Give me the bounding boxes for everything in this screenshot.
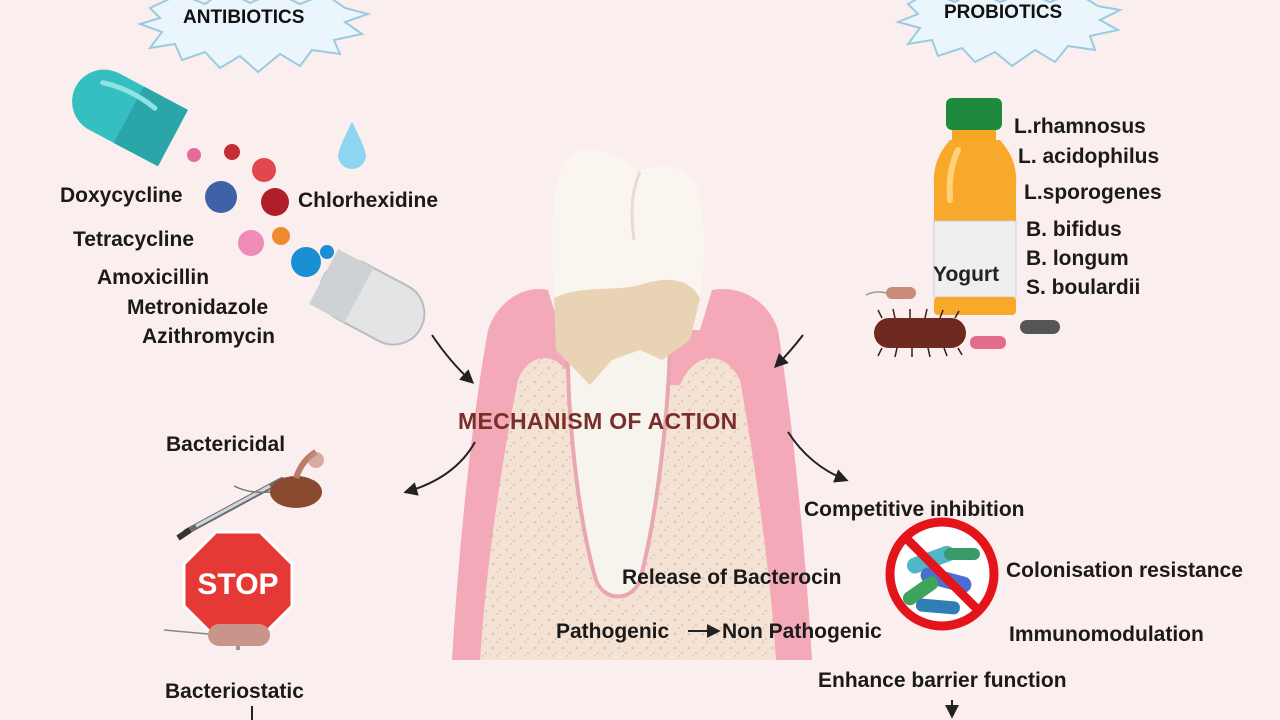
drug-label: Chlorhexidine xyxy=(298,189,439,212)
probiotics-burst xyxy=(894,0,1124,68)
drug-pellets xyxy=(187,144,334,277)
capsule-grey xyxy=(309,249,426,346)
strain-label: S. boulardii xyxy=(1026,276,1141,299)
barrier-function-label: Enhance barrier function xyxy=(818,669,1067,692)
stop-sign-icon xyxy=(163,530,294,650)
bottle-label: Yogurt xyxy=(933,263,1000,286)
syringe-icon xyxy=(176,477,285,541)
bactericidal-bacterium xyxy=(233,449,324,508)
arrow-to-bactericidal xyxy=(403,441,476,496)
drug-label: Amoxicillin xyxy=(97,266,210,289)
drug-label: Metronidazole xyxy=(127,296,269,319)
stop-text: STOP xyxy=(197,568,279,601)
pathogenic-label: Pathogenic xyxy=(556,620,670,643)
strain-label: L.sporogenes xyxy=(1024,181,1162,204)
yogurt-bottle xyxy=(933,98,1017,315)
arrow-probiotics-to-mechanism xyxy=(774,334,804,368)
strain-label: L. acidophilus xyxy=(1018,145,1160,168)
bactericidal-label: Bactericidal xyxy=(166,433,286,456)
tooth-illustration xyxy=(452,148,812,660)
probiotics-title: PROBIOTICS xyxy=(944,2,1063,23)
antibiotics-title: ANTIBIOTICS xyxy=(183,7,305,28)
colonisation-resistance-label: Colonisation resistance xyxy=(1006,559,1243,582)
competitive-inhibition-label: Competitive inhibition xyxy=(804,498,1025,521)
arrow-antibiotics-to-mechanism xyxy=(431,334,475,384)
bacteriostatic-label: Bacteriostatic xyxy=(165,680,304,703)
probiotic-bacteria xyxy=(865,287,1060,358)
strain-label: B. longum xyxy=(1026,247,1129,270)
drug-label: Azithromycin xyxy=(142,325,276,348)
antibiotics-burst xyxy=(136,0,372,74)
droplet-icon xyxy=(338,122,366,169)
immunomodulation-label: Immunomodulation xyxy=(1009,623,1204,646)
capsule-teal xyxy=(72,69,188,167)
strain-label: L.rhamnosus xyxy=(1014,115,1146,138)
mechanism-title: MECHANISM OF ACTION xyxy=(458,408,738,434)
non-pathogenic-label: Non Pathogenic xyxy=(722,620,882,643)
no-bacteria-icon xyxy=(885,517,999,631)
drug-label: Doxycycline xyxy=(60,184,183,207)
release-bacterocin-label: Release of Bacterocin xyxy=(622,566,842,589)
strain-label: B. bifidus xyxy=(1026,218,1122,241)
drug-label: Tetracycline xyxy=(73,228,195,251)
arrow-to-competitive-inhibition xyxy=(787,431,849,483)
